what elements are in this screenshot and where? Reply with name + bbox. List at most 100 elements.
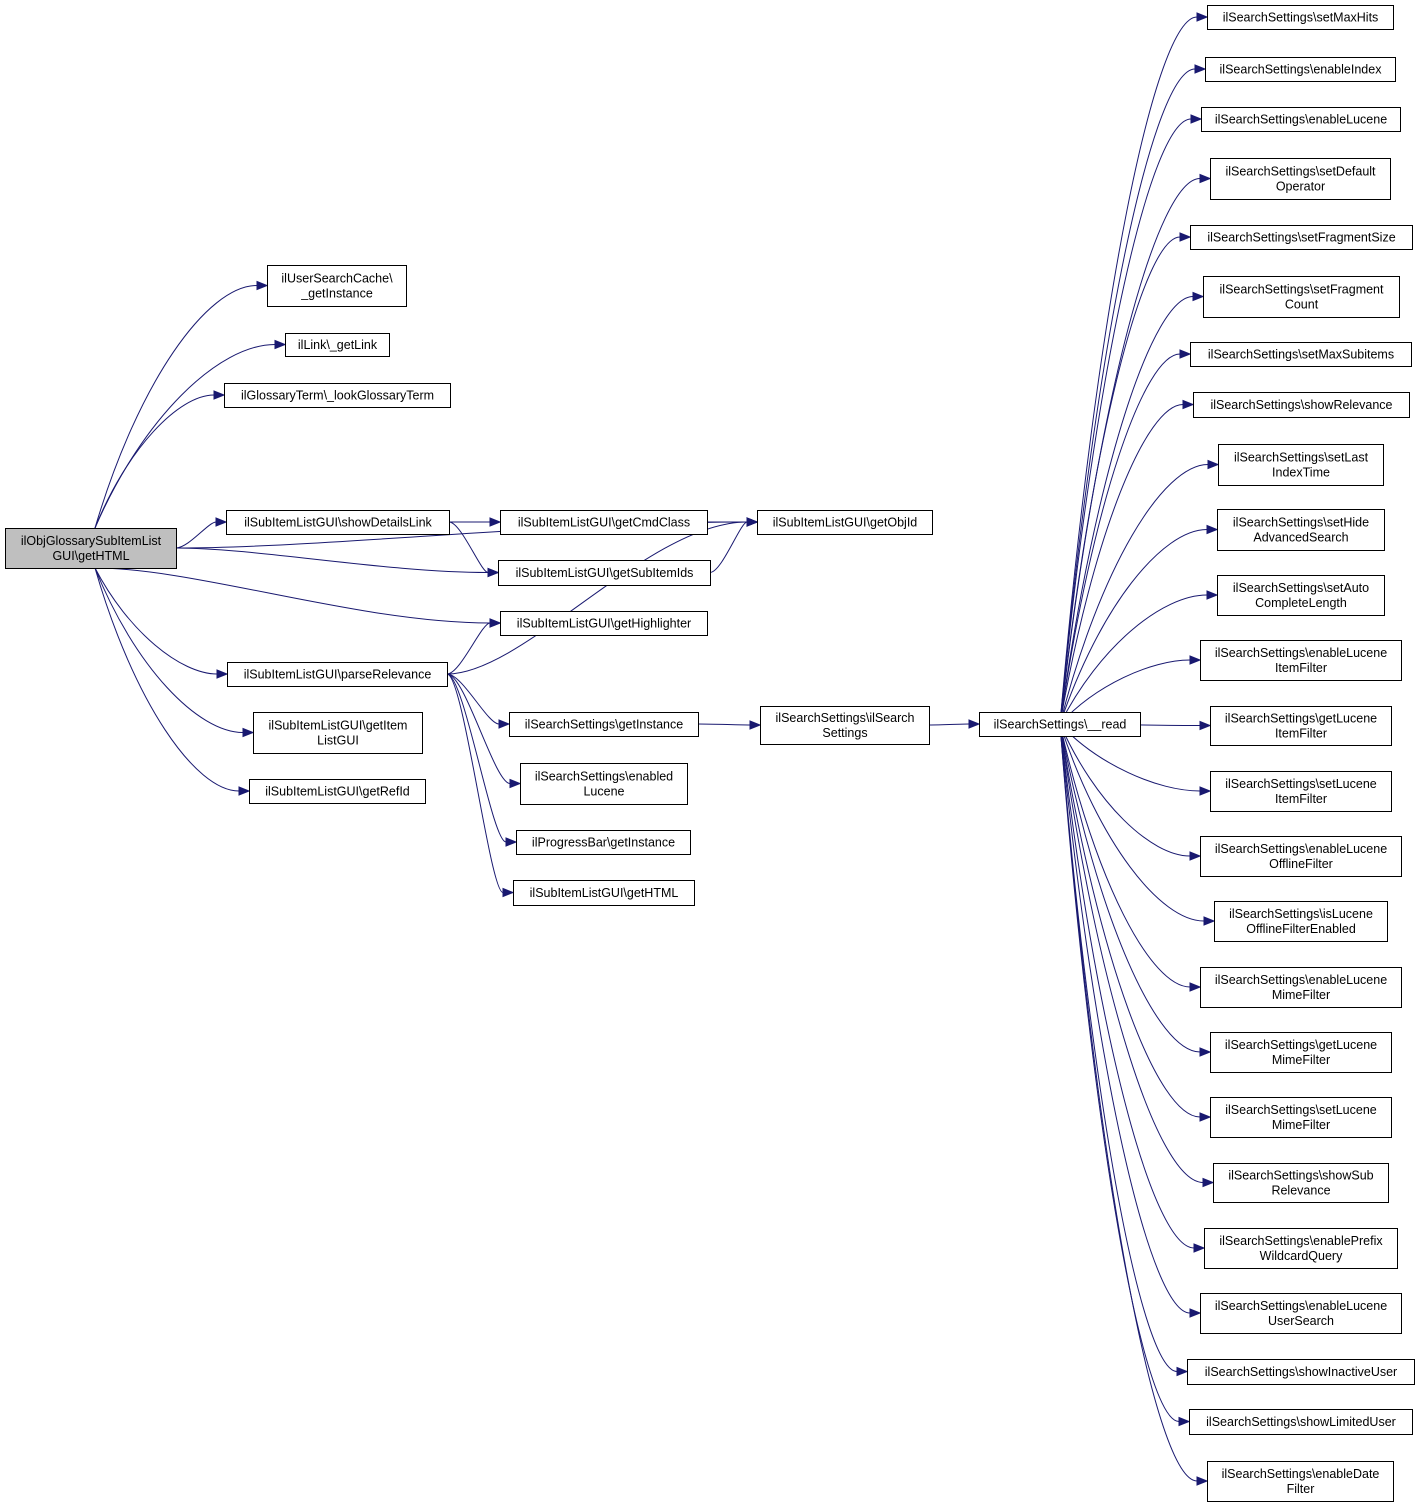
edge-arrowhead	[242, 727, 255, 738]
node-box	[1213, 1163, 1389, 1203]
node-r5[interactable]: ilSearchSettings\setFragmentSize	[1190, 225, 1413, 250]
edge-arrowhead	[509, 778, 522, 789]
edge-read-to-r23	[1059, 723, 1189, 1377]
node-label: CompleteLength	[1255, 596, 1347, 610]
node-r21[interactable]: ilSearchSettings\enablePrefixWildcardQue…	[1204, 1228, 1398, 1269]
node-gterm[interactable]: ilGlossaryTerm\_lookGlossaryTerm	[224, 383, 451, 408]
edge-line	[94, 394, 215, 529]
node-label: ilSearchSettings\setFragmentSize	[1207, 231, 1395, 245]
node-label: ListGUI	[317, 734, 359, 748]
edge-arrowhead	[505, 837, 518, 847]
node-r24[interactable]: ilSearchSettings\showLimitedUser	[1189, 1409, 1413, 1435]
node-subhtml[interactable]: ilSubItemListGUI\getHTML	[513, 880, 695, 906]
edge-line	[928, 723, 970, 726]
edge-arrowhead	[746, 517, 759, 527]
node-r16[interactable]: ilSearchSettings\isLuceneOfflineFilterEn…	[1214, 901, 1388, 942]
node-refid[interactable]: ilSubItemListGUI\getRefId	[249, 779, 426, 804]
node-label: ilSearchSettings\setDefault	[1225, 165, 1376, 179]
node-ssinst[interactable]: ilSearchSettings\getInstance	[509, 712, 699, 737]
node-label: ilSearchSettings\enabled	[535, 770, 673, 784]
edge-read-to-r11	[1059, 590, 1219, 725]
edge-line	[1059, 723, 1191, 1314]
node-box	[1193, 392, 1410, 418]
node-r15[interactable]: ilSearchSettings\enableLuceneOfflineFilt…	[1200, 836, 1402, 877]
edge-read-to-r22	[1059, 723, 1202, 1318]
edge-read-to-r2	[1059, 64, 1207, 725]
node-label: ilSearchSettings\enableLucene	[1215, 973, 1387, 987]
edge-line	[1059, 723, 1178, 1372]
node-showdet[interactable]: ilSubItemListGUI\showDetailsLink	[226, 510, 450, 535]
node-r2[interactable]: ilSearchSettings\enableIndex	[1205, 57, 1396, 82]
node-r8[interactable]: ilSearchSettings\showRelevance	[1193, 392, 1410, 418]
node-box	[1214, 901, 1388, 942]
edge-arrowhead	[1189, 851, 1202, 861]
node-r3[interactable]: ilSearchSettings\enableLucene	[1201, 107, 1401, 132]
edge-line	[448, 521, 489, 573]
node-subids[interactable]: ilSubItemListGUI\getSubItemIds	[498, 560, 711, 586]
node-usc[interactable]: ilUserSearchCache\_getInstance	[267, 265, 407, 307]
node-r7[interactable]: ilSearchSettings\setMaxSubitems	[1190, 342, 1412, 367]
node-label: ilSearchSettings\enableLucene	[1215, 1299, 1387, 1313]
edge-line	[94, 567, 244, 733]
node-label: ilSearchSettings\enableLucene	[1215, 646, 1387, 660]
edge-arrowhead	[1203, 916, 1216, 926]
edge-parserel-to-subhtml	[446, 673, 515, 898]
edge-root-to-showdet	[175, 517, 228, 549]
node-highl[interactable]: ilSubItemListGUI\getHighlighter	[500, 611, 708, 636]
edge-read-to-r1	[1059, 12, 1209, 725]
node-label: ilProgressBar\getInstance	[532, 836, 675, 850]
node-label: ilSearchSettings\showRelevance	[1210, 398, 1392, 412]
edge-line	[94, 567, 491, 624]
edge-arrowhead	[238, 786, 251, 796]
edge-arrowhead	[1194, 64, 1207, 74]
edge-root-to-gterm	[94, 390, 226, 529]
edge-showdet-to-subids	[448, 521, 500, 578]
node-box	[1190, 342, 1412, 367]
edge-arrowhead	[1189, 655, 1202, 665]
node-label: ilSubItemListGUI\parseRelevance	[244, 668, 432, 682]
node-objid[interactable]: ilSubItemListGUI\getObjId	[757, 510, 933, 535]
edge-arrowhead	[487, 567, 500, 578]
node-read[interactable]: ilSearchSettings\__read	[979, 712, 1141, 737]
edge-arrowhead	[1193, 1243, 1206, 1253]
node-parserel[interactable]: ilSubItemListGUI\parseRelevance	[227, 662, 448, 687]
node-box	[509, 712, 699, 737]
edge-line	[446, 673, 500, 725]
node-pbar[interactable]: ilProgressBar\getInstance	[516, 830, 691, 855]
edge-arrowhead	[1206, 590, 1219, 600]
node-cmdclass[interactable]: ilSubItemListGUI\getCmdClass	[500, 510, 708, 535]
node-link[interactable]: ilLink\_getLink	[285, 333, 390, 357]
node-r1[interactable]: ilSearchSettings\setMaxHits	[1207, 5, 1394, 30]
node-label: ilGlossaryTerm\_lookGlossaryTerm	[241, 389, 434, 403]
node-label: ilSearchSettings\getLucene	[1225, 1038, 1377, 1052]
node-r23[interactable]: ilSearchSettings\showInactiveUser	[1187, 1359, 1415, 1385]
node-label: OfflineFilterEnabled	[1246, 922, 1356, 936]
edge-line	[1059, 118, 1192, 725]
node-ssctor[interactable]: ilSearchSettings\ilSearchSettings	[760, 706, 930, 745]
edge-root-to-link	[94, 339, 287, 529]
node-box	[267, 265, 407, 307]
edge-arrowhead	[1207, 459, 1220, 470]
edge-arrowhead	[216, 669, 229, 679]
edge-arrowhead	[1206, 524, 1219, 535]
node-box	[5, 528, 177, 569]
edge-arrowhead	[1199, 720, 1212, 731]
node-label: WildcardQuery	[1260, 1249, 1343, 1263]
